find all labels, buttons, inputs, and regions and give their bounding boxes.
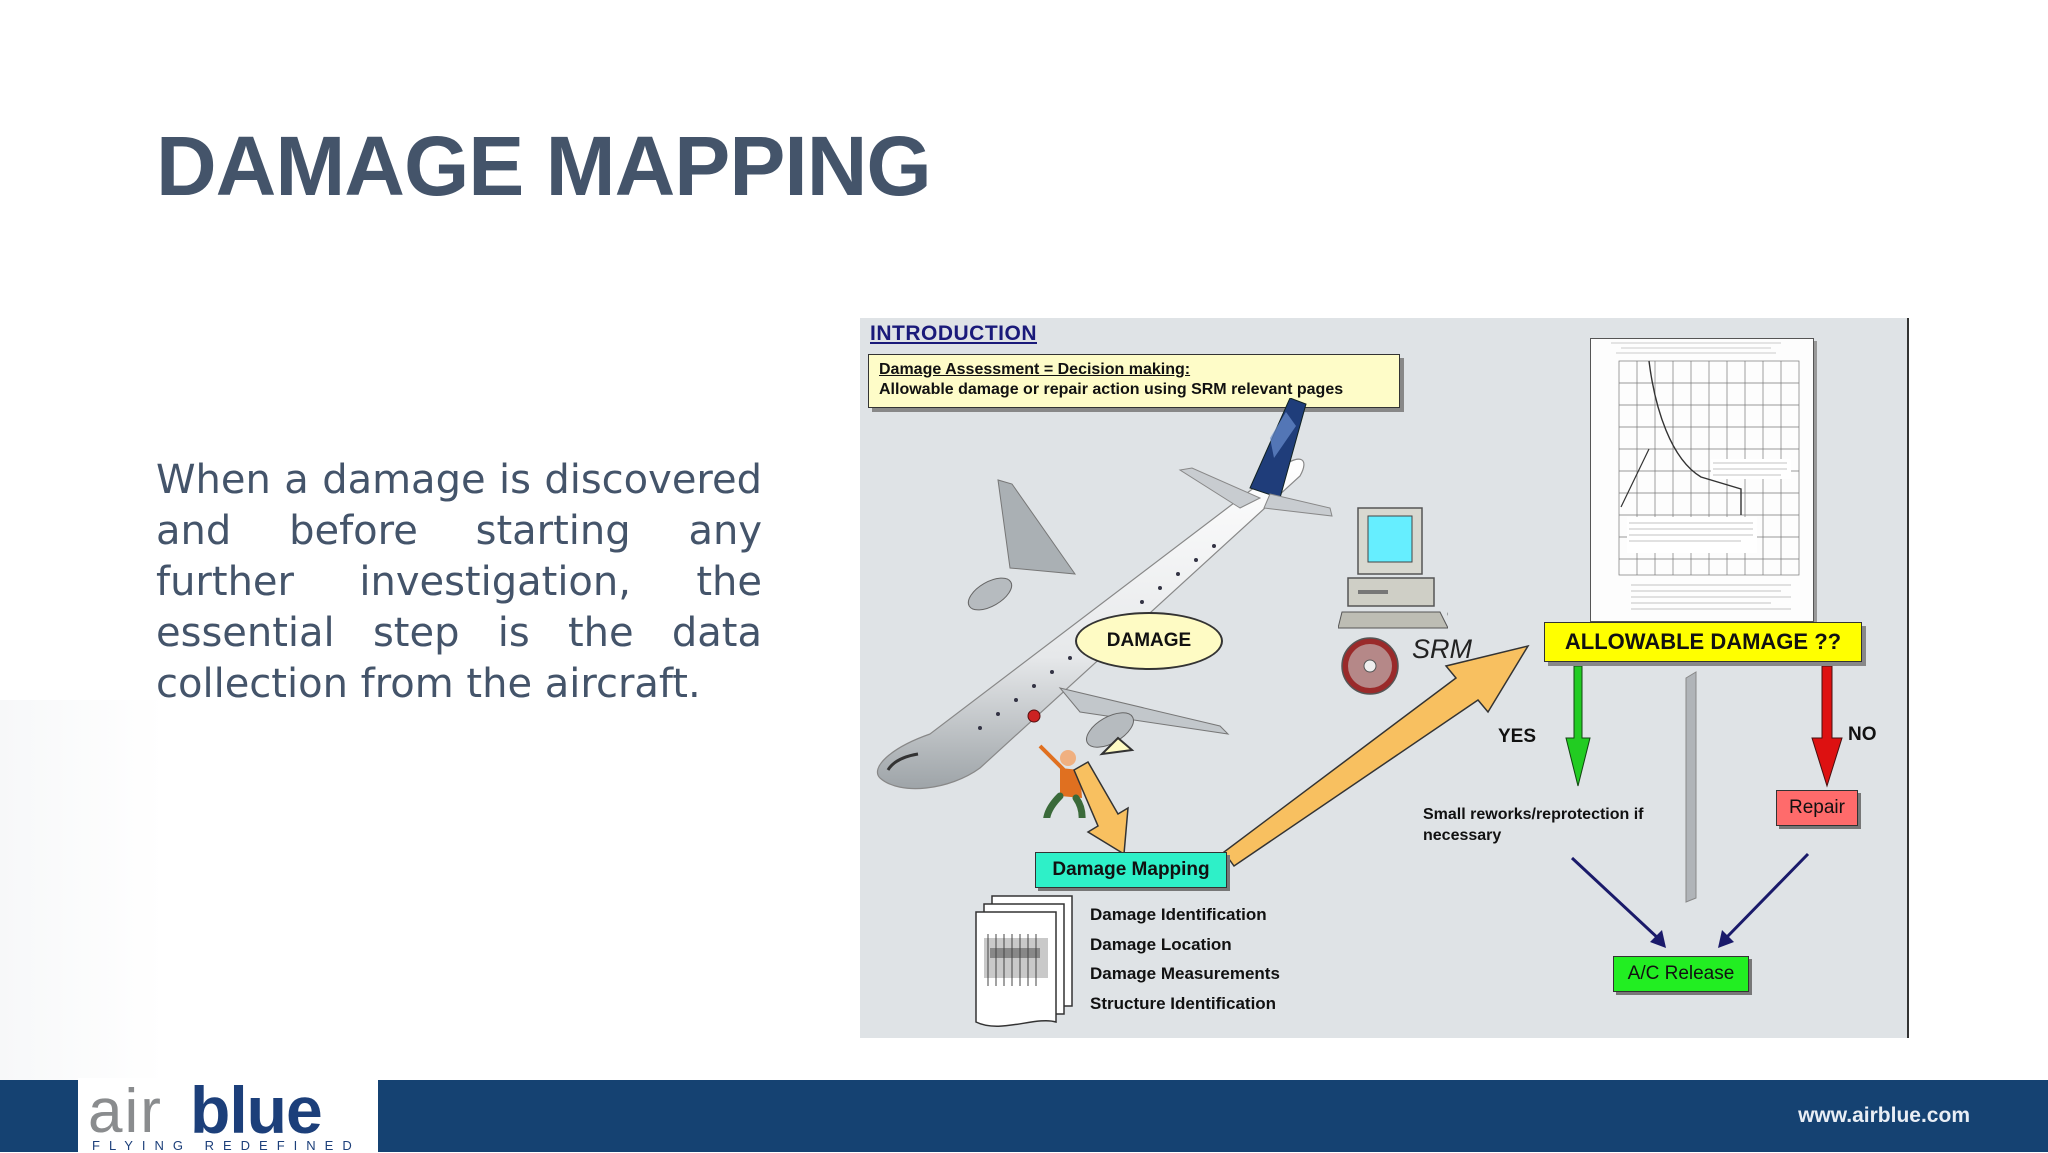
no-label: NO xyxy=(1848,724,1877,745)
assessment-box: Damage Assessment = Decision making: All… xyxy=(868,354,1400,408)
srm-chart-document xyxy=(1590,338,1814,622)
srm-chart-graphic xyxy=(1611,342,1800,610)
repair-box: Repair xyxy=(1776,790,1858,826)
damage-mapping-list: Damage Identification Damage Location Da… xyxy=(1090,900,1280,1018)
diagram-heading: INTRODUCTION xyxy=(870,322,1037,345)
allowable-damage-box: ALLOWABLE DAMAGE ?? xyxy=(1544,622,1862,662)
list-item: Damage Measurements xyxy=(1090,964,1280,983)
damage-assessment-diagram: INTRODUCTION Damage Assessment = Decisio… xyxy=(860,318,1908,1038)
body-paragraph: When a damage is discovered and before s… xyxy=(156,457,762,707)
list-item: Damage Location xyxy=(1090,934,1232,954)
logo-tagline: FLYING REDEFINED xyxy=(92,1138,361,1153)
rework-text: Small reworks/reprotection if necessary xyxy=(1423,806,1644,844)
background-shade xyxy=(0,700,165,1080)
logo-air-text: air xyxy=(88,1077,163,1146)
ac-release-box: A/C Release xyxy=(1613,956,1749,992)
srm-label: SRM xyxy=(1412,634,1472,664)
documents-icon xyxy=(975,895,1073,1027)
damage-mapping-box: Damage Mapping xyxy=(1035,852,1227,888)
airblue-logo: air blue FLYING REDEFINED xyxy=(78,1073,378,1153)
damage-speech-bubble: DAMAGE xyxy=(1075,612,1223,670)
assessment-line-1: Damage Assessment = Decision making: xyxy=(879,361,1191,378)
website-link[interactable]: www.airblue.com xyxy=(1798,1104,1970,1127)
list-item: Structure Identification xyxy=(1090,993,1277,1013)
yes-label: YES xyxy=(1498,726,1537,747)
logo-blue-text: blue xyxy=(190,1073,323,1147)
diagram-border xyxy=(1907,318,1909,1038)
assessment-line-2: Allowable damage or repair action using … xyxy=(879,381,1344,398)
flow-arrows xyxy=(1073,644,1843,948)
computer-illustration xyxy=(1338,507,1448,695)
list-item: Damage Identification xyxy=(1090,905,1267,924)
page-title: DAMAGE MAPPING xyxy=(156,119,932,213)
